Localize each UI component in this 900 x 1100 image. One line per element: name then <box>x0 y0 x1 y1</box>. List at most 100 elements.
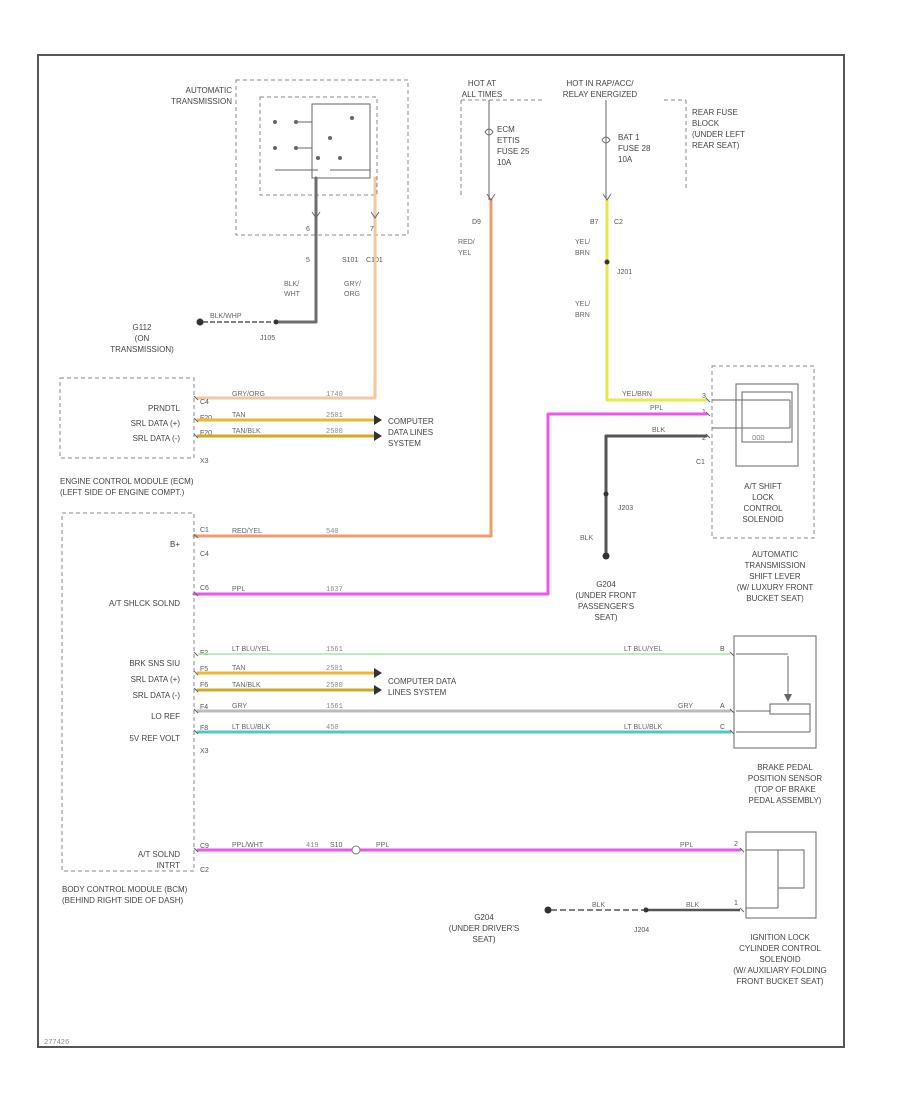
fuse1-pin: D9 <box>472 219 481 226</box>
label-blk-whp: BLK/WHP <box>210 313 242 320</box>
label-bcm-w8: PPL/WHT <box>232 842 264 849</box>
bcm-brk: BRK SNS SIU <box>129 659 180 668</box>
brake-sensor-component: BRAKE PEDAL POSITION SENSOR (TOP OF BRAK… <box>733 635 822 805</box>
label-ecm-w2: TAN <box>232 412 245 419</box>
splice-j201-label: J201 <box>617 269 632 276</box>
ecm-connector: X3 <box>200 458 209 465</box>
brake-sensor-body <box>733 635 817 749</box>
circuit-c9: 1561 <box>326 703 343 711</box>
wire-ppl-shiftlock <box>192 412 708 596</box>
ign-pin-2: 2 <box>734 841 738 848</box>
trans-splice: S101 <box>342 257 358 264</box>
bcm-pin-f5: F5 <box>200 666 208 673</box>
hot-at-line2: ALL TIMES <box>462 90 502 99</box>
brake-line4: PEDAL ASSEMBLY) <box>749 796 822 805</box>
fuse1-icon <box>484 128 494 136</box>
ecm-prnd: PRNDTL <box>148 404 181 413</box>
ecm-srl-minus: SRL DATA (-) <box>133 434 181 443</box>
hot-at-line1: HOT AT <box>468 79 496 88</box>
label-bcm-w6: GRY <box>232 703 247 710</box>
splice-j105 <box>273 319 279 325</box>
bcm-pin-f4: F4 <box>200 704 208 711</box>
ecm-pin-1: C4 <box>200 399 209 406</box>
ground-trans-line3: TRANSMISSION) <box>110 345 174 354</box>
label-brake-w3: LT BLU/BLK <box>624 724 663 731</box>
ignition-lock-component: 1 IGNITION LOCK CYLINDER CONTROL SOLENOI… <box>733 831 827 986</box>
wire-gry-org <box>196 176 377 400</box>
arrow-ecm-tanblk <box>374 431 382 441</box>
shift-lock-connector: C1 <box>696 459 705 466</box>
label-bcm-w8b: PPL <box>376 842 389 849</box>
circuit-c10: 450 <box>326 724 339 732</box>
wire-red-yel <box>192 198 493 538</box>
label-gry-org-1: GRY/ <box>344 281 361 288</box>
shift-lock-line3: CONTROL <box>743 504 783 513</box>
shift-lock-line4: SOLENOID <box>742 515 784 524</box>
bcm-bplus: B+ <box>170 540 180 549</box>
label-blk-v: BLK <box>580 535 594 542</box>
label-red-yel-2: YEL <box>458 250 471 257</box>
ign-lock-line3: SOLENOID <box>759 955 801 964</box>
fuse2-line2: FUSE 28 <box>618 144 651 153</box>
bcm-outline <box>61 512 195 872</box>
bcm-component: B+ C1 C4 A/T SHLCK SOLND C6 BRK SNS SIU … <box>61 512 209 905</box>
bcm-5v: 5V REF VOLT <box>129 734 180 743</box>
ground-front-line4: SEAT) <box>595 613 618 622</box>
trans-pin-5: 5 <box>306 257 310 264</box>
label-blk-wht-2: WHT <box>284 291 301 298</box>
label-ign-w: PPL <box>680 842 693 849</box>
fuse2-icon <box>601 136 611 144</box>
shift-lock-inner <box>741 391 793 443</box>
label-ign-gnd-1: BLK <box>592 902 606 909</box>
ground-driver-dot <box>544 906 552 914</box>
shift-lock-pin-3: 3 <box>702 393 706 400</box>
fuse-block: HOT AT ALL TIMES HOT IN RAP/ACC/ RELAY E… <box>460 79 745 226</box>
trans-pin-6: 6 <box>306 226 310 233</box>
label-ppl-h: PPL <box>650 405 663 412</box>
splice-s10-circle <box>351 845 361 855</box>
ignition-lock-coil <box>777 849 805 889</box>
shift-lever-line5: BUCKET SEAT) <box>746 594 804 603</box>
ground-front-line1: G204 <box>596 580 616 589</box>
transmission-name-line1: AUTOMATIC <box>186 86 233 95</box>
splice-j203-label: J203 <box>618 505 633 512</box>
brake-line1: BRAKE PEDAL <box>757 763 813 772</box>
splice-j204 <box>643 907 649 913</box>
figure-id: 277426 <box>44 1039 69 1047</box>
transmission-outline <box>235 79 409 236</box>
label-red-yel-1: RED/ <box>458 239 475 246</box>
label-yel-brn-3: YEL/ <box>575 301 590 308</box>
bcm-name-line2: (BEHIND RIGHT SIDE OF DASH) <box>62 896 184 905</box>
brake-pin-a: A <box>720 703 725 710</box>
shift-lever-line4: (W/ LUXURY FRONT <box>737 583 814 592</box>
bcm-loref: LO REF <box>151 712 180 721</box>
comp-data2-line1: COMPUTER DATA <box>388 677 457 686</box>
bcm-ign-line2: INTRT <box>157 861 181 870</box>
label-brake-w1: LT BLU/YEL <box>624 646 662 653</box>
bcm-pin-f6: F6 <box>200 682 208 689</box>
bcm-connector-c2: C2 <box>200 867 209 874</box>
rear-fuse-line4: REAR SEAT) <box>692 141 740 150</box>
ecm-outline <box>59 377 195 459</box>
circuit-c8: 2500 <box>326 682 343 690</box>
arrow-ecm-tan <box>374 415 382 425</box>
label-ign-gnd-2: BLK <box>686 902 700 909</box>
shift-lock-line2: LOCK <box>752 493 774 502</box>
shift-lock-outline <box>711 365 815 539</box>
label-blk-h: BLK <box>652 427 666 434</box>
label-bcm-w2: PPL <box>232 586 245 593</box>
shift-lock-line1: A/T SHIFT <box>744 482 782 491</box>
label-bcm-w7: LT BLU/BLK <box>232 724 271 731</box>
wire-yel-brn <box>605 198 708 402</box>
transmission-component: AUTOMATIC TRANSMISSION 6 7 5 C101 S101 <box>171 79 409 264</box>
ground-trans-line2: (ON <box>135 334 150 343</box>
ecm-name-line2: (LEFT SIDE OF ENGINE COMPT.) <box>60 488 185 497</box>
circuit-c3: 2500 <box>326 428 343 436</box>
brake-line2: POSITION SENSOR <box>748 774 822 783</box>
wire-blk-wht <box>274 176 318 324</box>
ign-pin-1: 1 <box>734 900 738 907</box>
shift-lock-coil-mark: ΩΩΩ <box>752 435 765 443</box>
label-gry-org-2: ORG <box>344 291 360 298</box>
label-yel-brn-1: YEL/ <box>575 239 590 246</box>
label-blk-wht-1: BLK/ <box>284 281 299 288</box>
